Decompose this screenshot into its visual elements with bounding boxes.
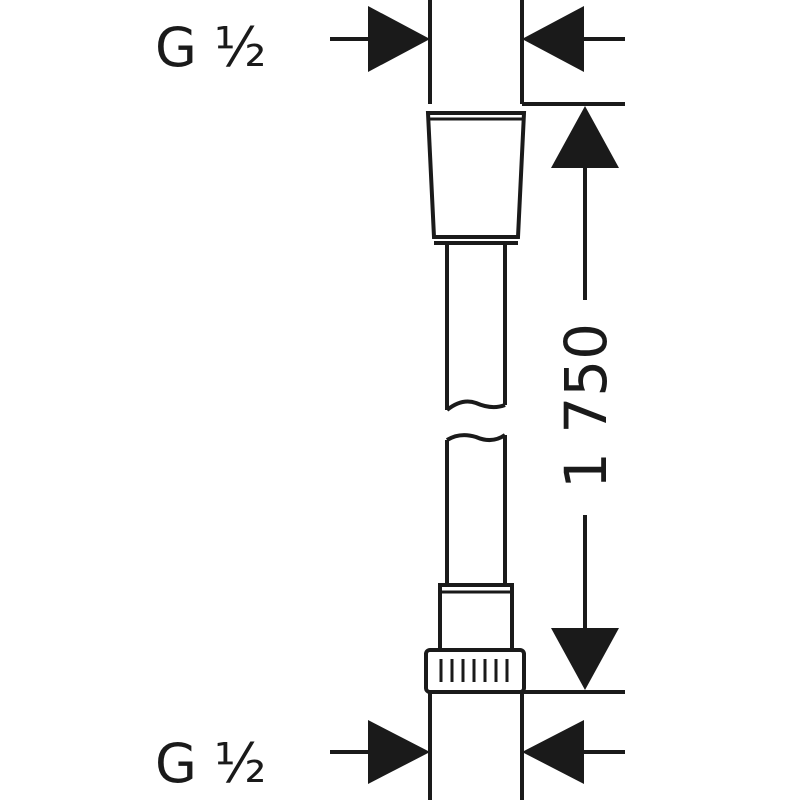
top-thread-label: G ½ <box>155 16 266 79</box>
top-thread-arrow-right <box>522 6 584 72</box>
bottom-fitting-body <box>438 583 514 652</box>
bottom-thread-label: G ½ <box>155 732 266 795</box>
length-dimension: 1 750 <box>522 102 625 694</box>
top-thread-dimension: G ½ <box>155 0 625 104</box>
hose-assembly <box>424 111 527 694</box>
length-arrow-bottom <box>551 628 619 690</box>
hose-lower-break <box>445 433 507 442</box>
bottom-thread-arrow-right <box>522 720 584 784</box>
length-arrow-top <box>551 106 619 168</box>
knurl-ridges <box>439 659 509 682</box>
top-thread-arrow-left <box>368 6 430 72</box>
bottom-thread-dimension: G ½ <box>155 692 625 800</box>
bottom-knurled-nut <box>424 648 526 694</box>
bottom-thread-arrow-left <box>368 720 430 784</box>
top-fitting <box>425 111 527 239</box>
hose-upper-break <box>445 399 506 412</box>
length-dimension-label: 1 750 <box>552 323 620 489</box>
